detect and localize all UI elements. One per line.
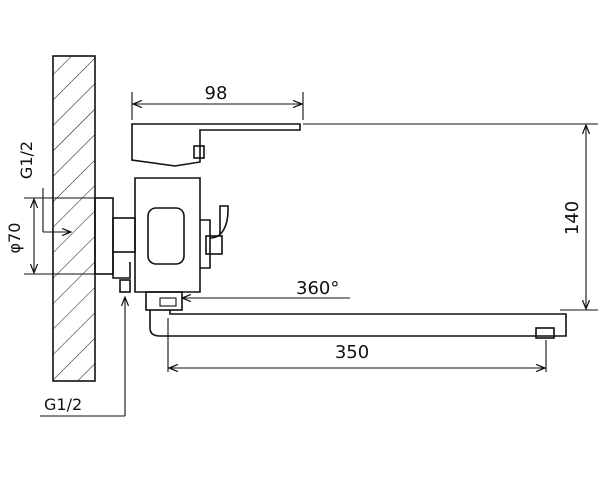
dimension-phi70: φ70 xyxy=(5,197,98,275)
dimension-350-label: 350 xyxy=(335,342,369,363)
rotation-label: 360° xyxy=(296,278,339,299)
dimension-350: 350 xyxy=(167,318,547,372)
wall-section xyxy=(52,55,96,382)
lever-handle xyxy=(131,123,301,167)
wall-thread-label: G1/2 xyxy=(17,141,36,179)
rotation-callout: 360° xyxy=(183,278,350,299)
dimension-140: 140 xyxy=(303,123,598,311)
wall-flange xyxy=(94,197,136,293)
callout-outlet-thread: G1/2 xyxy=(40,298,125,417)
dimension-98: 98 xyxy=(131,83,304,120)
dimension-phi70-label: φ70 xyxy=(5,223,24,254)
callout-wall-thread: G1/2 xyxy=(17,141,70,232)
valve-body xyxy=(134,177,229,293)
dimension-140-label: 140 xyxy=(562,201,583,235)
dimension-98-label: 98 xyxy=(205,83,228,104)
spout xyxy=(145,291,567,339)
outlet-thread-label: G1/2 xyxy=(44,395,82,414)
